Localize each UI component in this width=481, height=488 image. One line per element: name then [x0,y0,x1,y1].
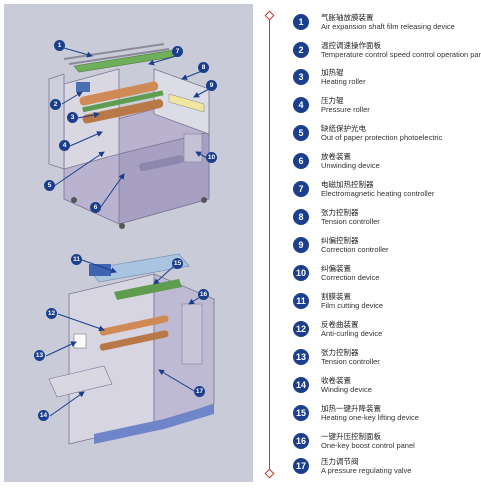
legend-number: 6 [293,153,309,169]
legend-label-cn: 张力控制器 [321,208,359,217]
bottom-machine [48,253,215,445]
legend-label-cn: 放卷装置 [321,152,351,161]
legend-item: 16 一键升压控制面板 One-key boost control panel [253,431,477,457]
legend-label-cn: 压力辊 [321,96,344,105]
legend-label-cn: 电磁加热控制器 [321,180,374,189]
legend-number: 1 [293,14,309,30]
legend-label-cn: 收卷装置 [321,376,351,385]
callout-3: 3 [67,112,78,123]
callout-15: 15 [172,258,183,269]
legend-label-en: Electromagnetic heating controller [321,189,435,198]
legend-number: 8 [293,209,309,225]
legend-label-cn: 加热辊 [321,68,344,77]
legend-item: 15 加热一键升降装置 Heating one-key lifting devi… [253,403,477,429]
legend-item: 1 气胀轴放膜装置 Air expansion shaft film relea… [253,12,477,38]
callout-2: 2 [50,99,61,110]
callout-1: 1 [54,40,65,51]
legend-item: 11 割膜装置 Film cutting device [253,291,477,317]
legend-item: 9 纠偏控制器 Correction controller [253,235,477,261]
legend-item: 5 缺纸保护光电 Out of paper protection photoel… [253,123,477,149]
legend-number: 5 [293,125,309,141]
legend-label-cn: 温控调速操作面板 [321,41,381,50]
callout-13: 13 [34,350,45,361]
legend-item: 7 电磁加热控制器 Electromagnetic heating contro… [253,179,477,205]
legend-item: 6 放卷装置 Unwinding device [253,151,477,177]
legend-number: 7 [293,181,309,197]
callout-8: 8 [198,62,209,73]
legend-label-cn: 气胀轴放膜装置 [321,13,374,22]
legend-label-en: Film cutting device [321,301,384,310]
legend-timeline [269,14,270,474]
legend-item: 2 温控调速操作面板 Temperature control speed con… [253,40,481,66]
parts-legend: 1 气胀轴放膜装置 Air expansion shaft film relea… [253,4,481,482]
legend-label-en: Correction controller [321,245,389,254]
legend-label-en: Anti-curling device [321,329,383,338]
legend-label-en: Pressure roller [321,105,370,114]
legend-label-en: Winding device [321,385,372,394]
legend-label-cn: 张力控制器 [321,348,359,357]
legend-item: 10 纠偏装置 Correction device [253,263,477,289]
legend-number: 16 [293,433,309,449]
legend-item: 3 加热辊 Heating roller [253,67,477,93]
legend-label-en: Unwinding device [321,161,380,170]
callout-12: 12 [46,308,57,319]
callout-16: 16 [198,289,209,300]
legend-label-en: A pressure regulating valve [321,466,412,475]
legend-label-en: Out of paper protection photoelectric [321,133,443,142]
legend-label-en: Air expansion shaft film releasing devic… [321,22,455,31]
legend-label-en: One-key boost control panel [321,441,415,450]
legend-number: 17 [293,458,309,474]
legend-item: 13 张力控制器 Tension controller [253,347,477,373]
legend-label-cn: 纠偏控制器 [321,236,359,245]
legend-label-cn: 纠偏装置 [321,264,351,273]
callout-17: 17 [194,386,205,397]
legend-number: 4 [293,97,309,113]
callout-4: 4 [59,140,70,151]
legend-label-en: Temperature control speed control operat… [321,50,481,59]
legend-label-cn: 缺纸保护光电 [321,124,366,133]
legend-item: 8 张力控制器 Tension controller [253,207,477,233]
legend-number: 10 [293,265,309,281]
legend-label-en: Heating roller [321,77,366,86]
legend-label-cn: 反卷曲装置 [321,320,359,329]
legend-label-cn: 割膜装置 [321,292,351,301]
legend-item: 17 压力调节阀 A pressure regulating valve [253,456,477,482]
callout-9: 9 [206,80,217,91]
legend-label-cn: 加热一键升降装置 [321,404,381,413]
legend-number: 2 [293,42,309,58]
legend-label-en: Correction device [321,273,380,282]
callout-11: 11 [71,254,82,265]
callout-14: 14 [38,410,49,421]
top-machine [48,43,210,229]
legend-item: 14 收卷装置 Winding device [253,375,477,401]
legend-label-cn: 一键升压控制面板 [321,432,381,441]
legend-item: 12 反卷曲装置 Anti-curling device [253,319,477,345]
legend-number: 11 [293,293,309,309]
legend-label-cn: 压力调节阀 [321,457,359,466]
legend-label-en: Tension controller [321,357,380,366]
callout-10: 10 [206,152,217,163]
callout-6: 6 [90,202,101,213]
legend-number: 3 [293,69,309,85]
legend-number: 14 [293,377,309,393]
legend-number: 12 [293,321,309,337]
legend-number: 9 [293,237,309,253]
callout-7: 7 [172,46,183,57]
legend-label-en: Heating one-key lifting device [321,413,419,422]
callout-5: 5 [44,180,55,191]
legend-label-en: Tension controller [321,217,380,226]
legend-number: 13 [293,349,309,365]
machine-illustration-panel: 1 7 2 8 9 3 4 10 5 6 11 15 16 12 13 17 1… [4,4,253,482]
bottom-callout-arrows [45,259,201,417]
legend-item: 4 压力辊 Pressure roller [253,95,477,121]
legend-number: 15 [293,405,309,421]
